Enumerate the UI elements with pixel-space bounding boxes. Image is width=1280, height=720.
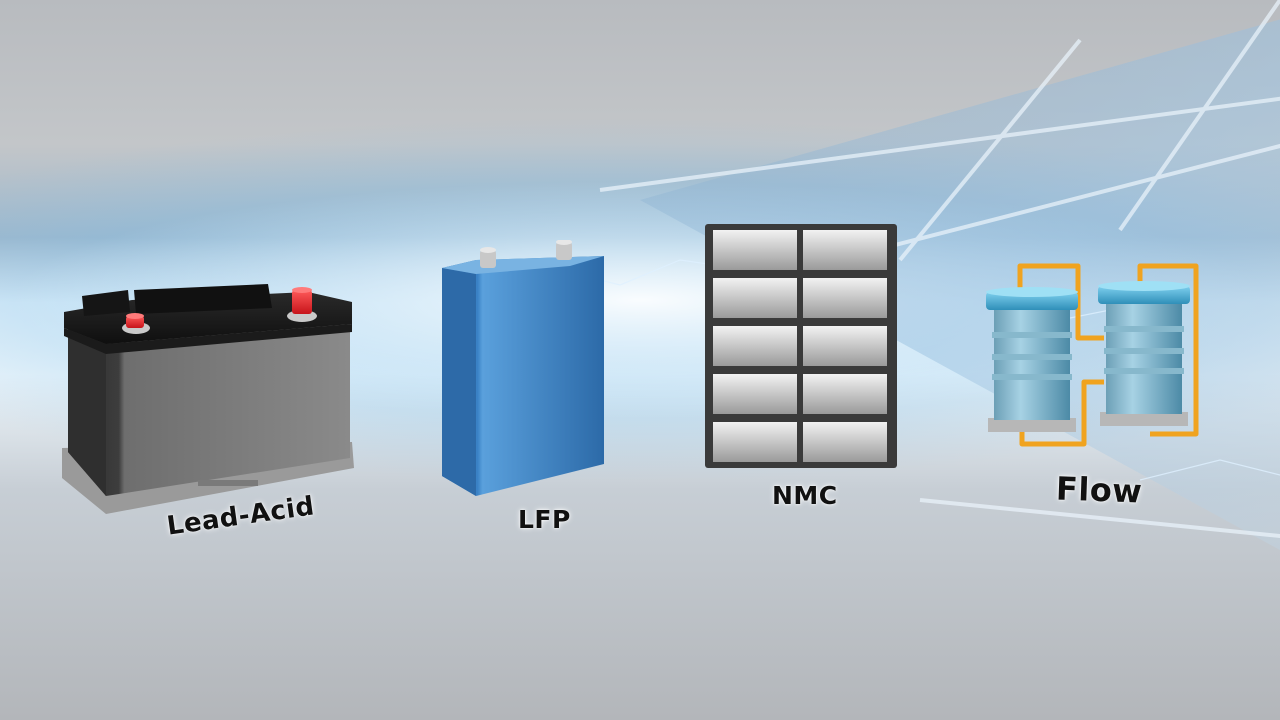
nmc-module (703, 222, 899, 470)
lead-acid-battery (58, 282, 358, 518)
lfp-cell (440, 240, 608, 502)
nmc-label: NMC (772, 481, 838, 510)
flow-battery (980, 258, 1210, 454)
lfp-label: LFP (518, 505, 571, 534)
lfp-cell-icon (442, 240, 604, 496)
lead-acid-battery-icon (62, 284, 354, 514)
flow-label: Flow (1055, 469, 1144, 511)
flow-battery-icon (986, 263, 1199, 447)
nmc-module-icon (705, 224, 897, 468)
